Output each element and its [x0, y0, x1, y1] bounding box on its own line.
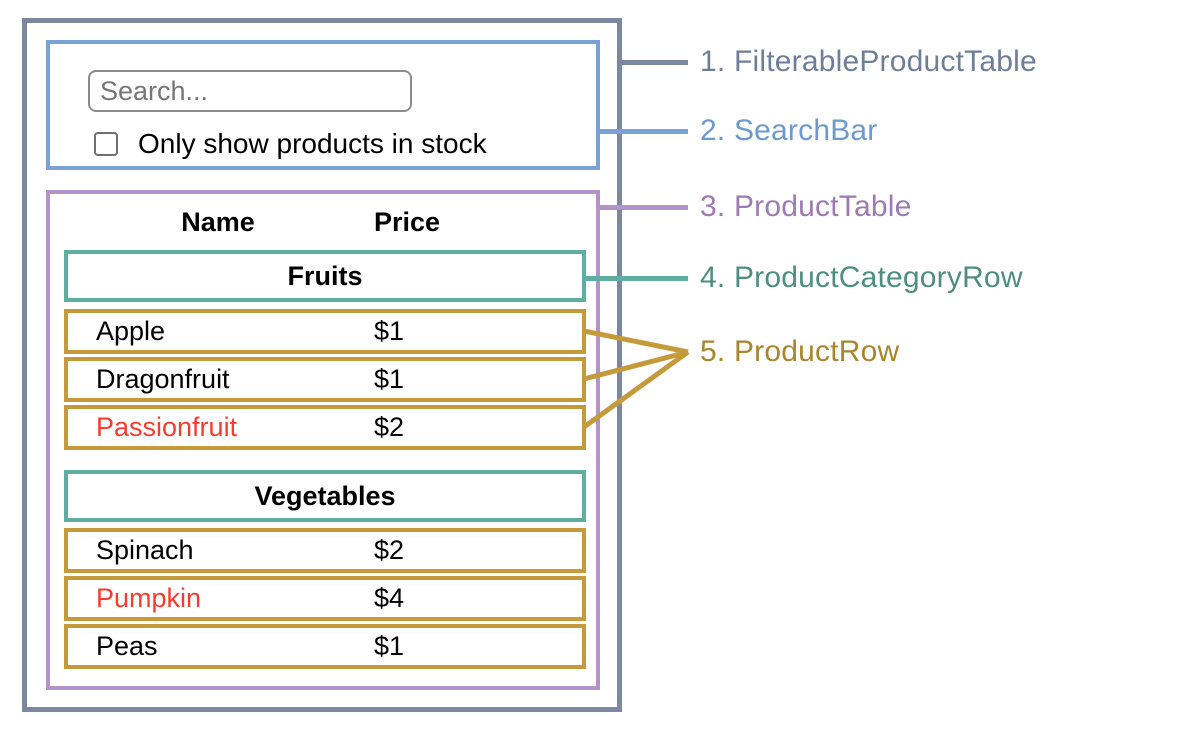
name-column-header: Name — [181, 206, 255, 237]
category-row-fruits: Fruits — [64, 250, 586, 302]
product-name: Dragonfruit — [96, 364, 230, 394]
price-column-header: Price — [374, 206, 441, 237]
legend-label-product-category-row: 4. ProductCategoryRow — [700, 261, 1023, 294]
product-name: Apple — [96, 316, 166, 346]
connector-line-filterable-product-table — [620, 60, 688, 65]
category-row-vegetables: Vegetables — [64, 470, 586, 522]
product-name-out-of-stock: Passionfruit — [96, 412, 238, 442]
search-input[interactable] — [88, 70, 412, 112]
product-price: $2 — [374, 412, 405, 442]
connector-line-product-table — [598, 205, 688, 210]
product-name-out-of-stock: Pumpkin — [96, 583, 202, 613]
table-header-row: Name Price — [68, 200, 582, 244]
product-price: $1 — [374, 364, 405, 394]
product-row-apple: Apple $1 — [64, 309, 586, 354]
in-stock-checkbox[interactable] — [94, 132, 118, 156]
product-price: $1 — [374, 316, 405, 346]
product-row-passionfruit: Passionfruit $2 — [64, 405, 586, 450]
legend-label-product-table: 3. ProductTable — [700, 190, 912, 223]
legend-label-filterable-product-table: 1. FilterableProductTable — [700, 45, 1037, 78]
product-name: Spinach — [96, 535, 194, 565]
in-stock-checkbox-row: Only show products in stock — [94, 128, 487, 160]
product-price: $1 — [374, 631, 405, 661]
connector-line-product-category-row — [582, 276, 688, 281]
product-row-spinach: Spinach $2 — [64, 528, 586, 573]
in-stock-checkbox-label: Only show products in stock — [138, 128, 487, 159]
connector-line-search-bar — [598, 129, 688, 134]
product-price: $4 — [374, 583, 405, 613]
legend-label-product-row: 5. ProductRow — [700, 335, 900, 368]
product-name: Peas — [96, 631, 158, 661]
product-price: $2 — [374, 535, 405, 565]
legend-label-search-bar: 2. SearchBar — [700, 114, 878, 147]
product-row-peas: Peas $1 — [64, 624, 586, 669]
product-row-pumpkin: Pumpkin $4 — [64, 576, 586, 621]
product-row-dragonfruit: Dragonfruit $1 — [64, 357, 586, 402]
